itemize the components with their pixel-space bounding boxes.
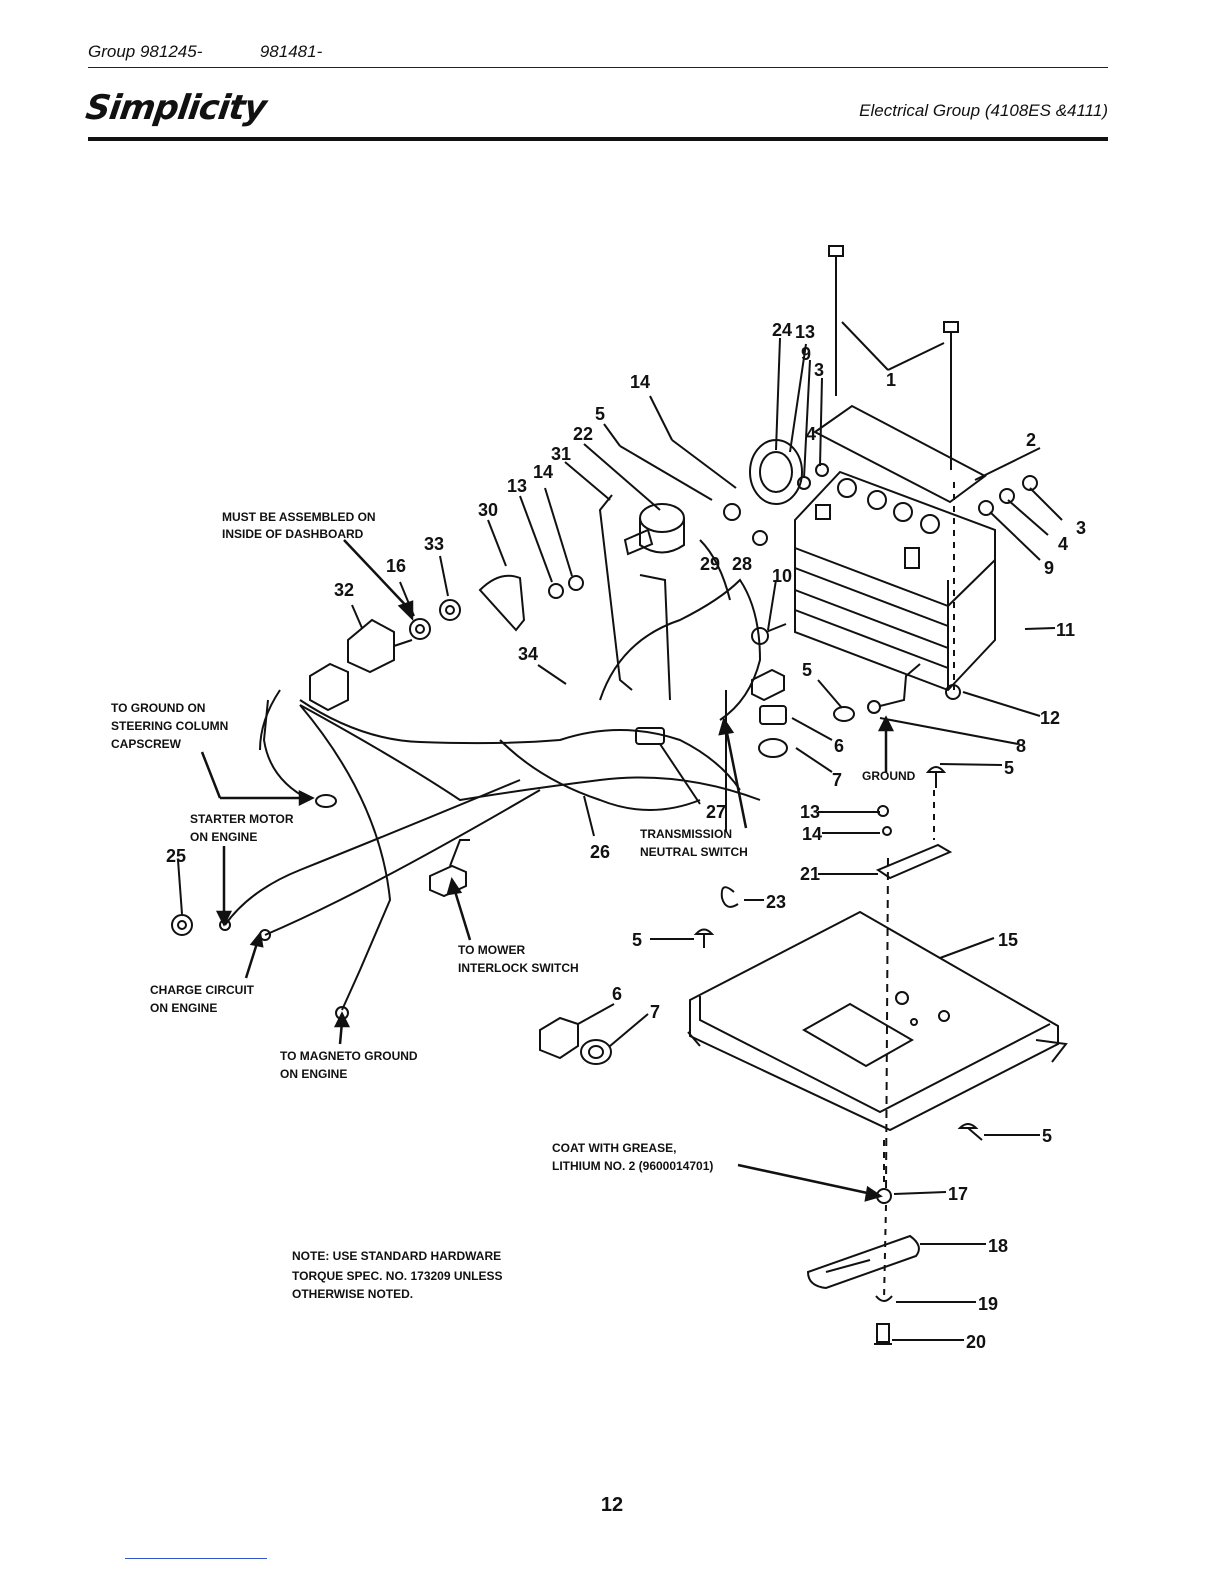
part-number: 14 — [533, 462, 553, 482]
group-number: Group 981245- — [88, 42, 203, 61]
part-number: 16 — [386, 556, 406, 576]
part-number: 33 — [424, 534, 444, 554]
group-number-end: 981481- — [259, 42, 323, 61]
part-number: 14 — [802, 824, 822, 844]
callout-labels: MUST BE ASSEMBLED ON INSIDE OF DASHBOARD… — [111, 510, 916, 1301]
part-number: 14 — [630, 372, 650, 392]
part-number: 4 — [806, 424, 816, 444]
note-line-3: OTHERWISE NOTED. — [292, 1287, 413, 1301]
grease-line-2: LITHIUM NO. 2 (9600014701) — [552, 1159, 713, 1173]
part-number: 13 — [507, 476, 527, 496]
starter-motor-line-2: ON ENGINE — [190, 830, 257, 844]
ground-steering-line-2: STEERING COLUMN — [111, 719, 228, 733]
mower-switch-line-1: TO MOWER — [458, 943, 525, 957]
ground-steering-line-3: CAPSCREW — [111, 737, 182, 751]
part-number: 25 — [166, 846, 186, 866]
part-number: 12 — [1040, 708, 1060, 728]
part-number: 31 — [551, 444, 571, 464]
part-number: 13 — [795, 322, 815, 342]
magneto-ground-line-2: ON ENGINE — [280, 1067, 347, 1081]
part-number: 20 — [966, 1332, 986, 1352]
part-number: 15 — [998, 930, 1018, 950]
part-number: 28 — [732, 554, 752, 574]
part-number: 3 — [814, 360, 824, 380]
part-number: 32 — [334, 580, 354, 600]
part-number: 17 — [948, 1184, 968, 1204]
note-line-2: TORQUE SPEC. NO. 173209 UNLESS — [292, 1269, 503, 1283]
ground-label: GROUND — [862, 769, 916, 783]
part-number: 24 — [772, 320, 792, 340]
part-number: 18 — [988, 1236, 1008, 1256]
part-number: 5 — [1042, 1126, 1052, 1146]
part-number: 5 — [632, 930, 642, 950]
diagram-linework — [171, 245, 1068, 1345]
dashboard-note-line-1: MUST BE ASSEMBLED ON — [222, 510, 376, 524]
part-number: 19 — [978, 1294, 998, 1314]
part-number: 5 — [595, 404, 605, 424]
page-number: 12 — [600, 1494, 624, 1516]
part-number: 27 — [706, 802, 726, 822]
header-divider — [88, 137, 1108, 141]
part-number: 22 — [573, 424, 593, 444]
footer-rule — [125, 1558, 267, 1559]
dashboard-note-line-2: INSIDE OF DASHBOARD — [222, 527, 364, 541]
ground-steering-line-1: TO GROUND ON — [111, 701, 205, 715]
part-number: 6 — [612, 984, 622, 1004]
part-number: 11 — [1056, 620, 1075, 640]
callout-arrows — [200, 539, 895, 1202]
part-number: 10 — [772, 566, 792, 586]
neutral-switch-line-2: NEUTRAL SWITCH — [640, 845, 748, 859]
part-number: 5 — [802, 660, 812, 680]
part-number: 34 — [518, 644, 538, 664]
part-number: 8 — [1016, 736, 1026, 756]
part-number: 23 — [766, 892, 786, 912]
mower-switch-line-2: INTERLOCK SWITCH — [458, 961, 579, 975]
neutral-switch-line-1: TRANSMISSION — [640, 827, 732, 841]
part-number: 30 — [478, 500, 498, 520]
charge-circuit-line-1: CHARGE CIRCUIT — [150, 983, 255, 997]
part-number: 26 — [590, 842, 610, 862]
part-number: 7 — [832, 770, 842, 790]
grease-line-1: COAT WITH GREASE, — [552, 1141, 676, 1155]
part-number: 5 — [1004, 758, 1014, 778]
part-number: 1 — [886, 370, 896, 390]
part-number: 13 — [800, 802, 820, 822]
note-line-1: NOTE: USE STANDARD HARDWARE — [292, 1249, 501, 1263]
part-number: 29 — [700, 554, 720, 574]
section-title: Electrical Group (4108ES &4111) — [859, 101, 1108, 120]
part-number: 21 — [800, 864, 820, 884]
starter-motor-line-1: STARTER MOTOR — [190, 812, 294, 826]
part-number: 2 — [1026, 430, 1036, 450]
header-rule — [88, 67, 1108, 68]
charge-circuit-line-2: ON ENGINE — [150, 1001, 217, 1015]
part-number-labels: 1 2 3 4 9 13 24 3 4 9 11 10 12 8 5 6 7 5… — [166, 320, 1086, 1352]
part-number: 6 — [834, 736, 844, 756]
part-number: 7 — [650, 1002, 660, 1022]
part-number: 9 — [1044, 558, 1054, 578]
part-number: 3 — [1076, 518, 1086, 538]
group-header: Group 981245- 981481- — [88, 42, 322, 62]
part-number: 9 — [801, 344, 811, 364]
magneto-ground-line-1: TO MAGNETO GROUND — [280, 1049, 418, 1063]
part-number: 4 — [1058, 534, 1068, 554]
